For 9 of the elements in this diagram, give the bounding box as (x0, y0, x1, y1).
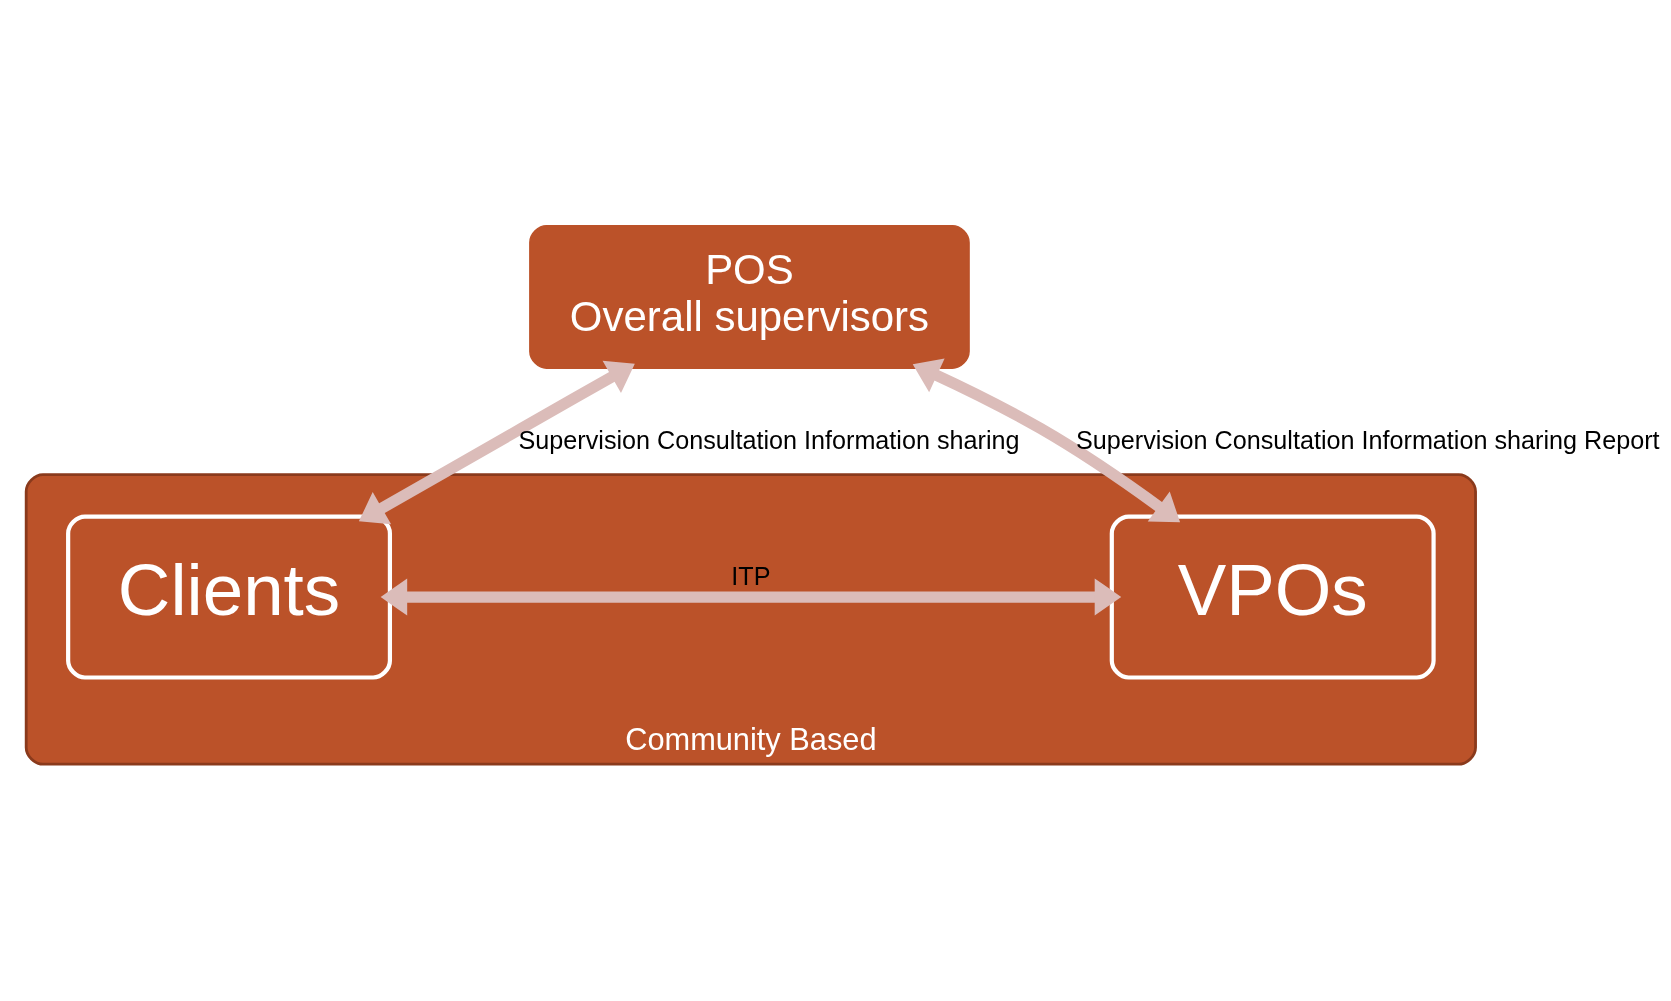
edge-label: ITP (731, 562, 771, 590)
arrow (358, 360, 635, 525)
edge-label: Supervision Consultation Information sharing (518, 425, 1020, 454)
arrow (912, 358, 1181, 523)
arrow (380, 578, 1122, 616)
node-box: POS Overall supervisors (529, 224, 970, 369)
node-box: Clients (66, 514, 393, 680)
edge-label: Supervision Consultation Information sharing Report (1076, 425, 1660, 454)
node-box: VPOs (1109, 514, 1436, 680)
